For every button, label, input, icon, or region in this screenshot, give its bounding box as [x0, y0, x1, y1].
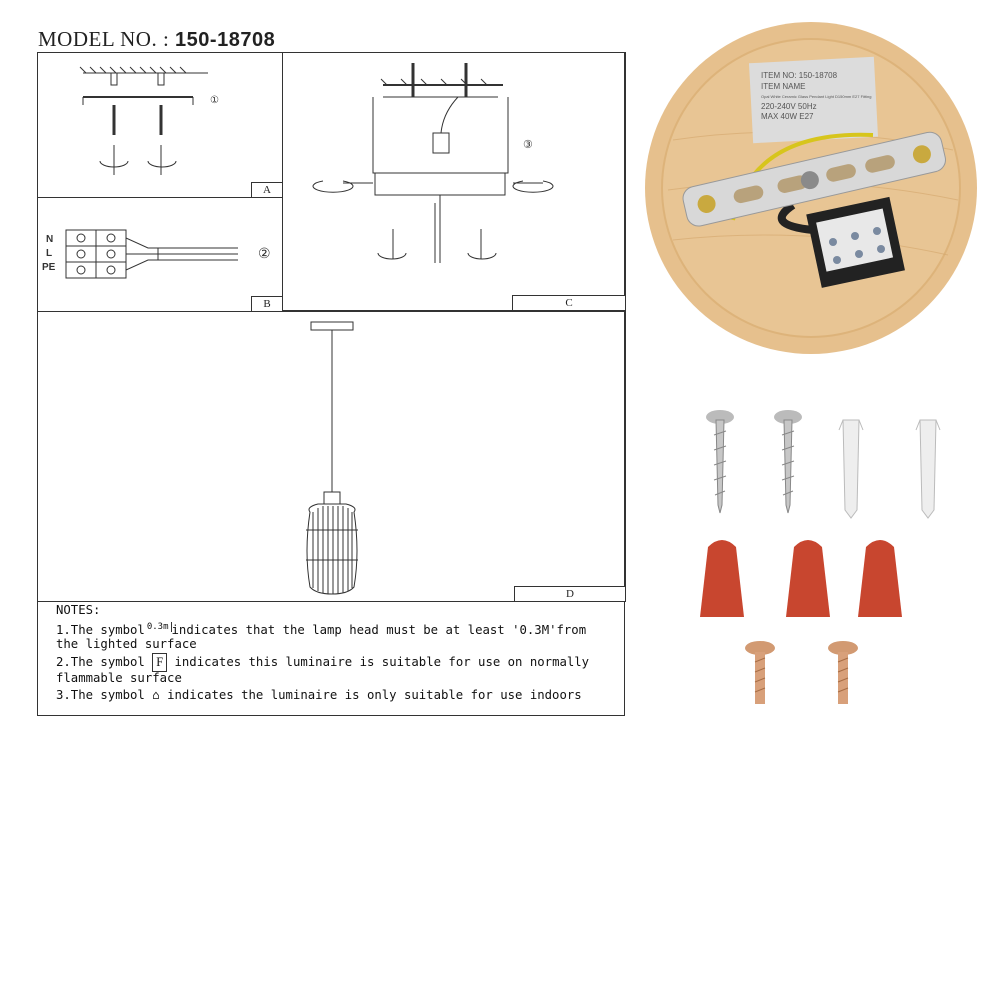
svg-text:ITEM NO: 150-18708: ITEM NO: 150-18708 — [761, 71, 838, 80]
wire-nut-icon — [858, 540, 902, 617]
instruction-sheet: ① A ③ C — [37, 52, 626, 716]
wire-nut-icon — [786, 540, 830, 617]
svg-text:L: L — [46, 248, 52, 259]
panel-a: ① A — [37, 52, 283, 198]
note-2-cont: flammable surface — [56, 671, 182, 685]
distance-symbol-icon: 0.3m — [144, 622, 172, 632]
brass-screw-icon — [745, 641, 775, 704]
ceiling-rose-photo: ITEM NO: 150-18708 ITEM NAME Opal White … — [645, 22, 977, 354]
notes-heading: NOTES: — [56, 603, 101, 617]
ceiling-screw-diagram: ① — [79, 66, 219, 175]
panel-c-tag: C — [512, 295, 625, 310]
svg-text:①: ① — [210, 95, 219, 106]
canopy-mounting-diagram: ③ — [312, 63, 554, 263]
model-number: MODEL NO. : 150-18708 — [38, 27, 275, 52]
panel-b: N L PE ② B — [37, 197, 283, 312]
svg-text:Opal White Ceramic Glass Penda: Opal White Ceramic Glass Pendant Light D… — [761, 94, 872, 99]
wall-plug-icon — [838, 419, 864, 519]
panel-c: ③ C — [282, 52, 626, 311]
screw-icon — [706, 410, 734, 514]
wall-plug-icon — [915, 419, 941, 519]
svg-text:②: ② — [258, 245, 271, 261]
svg-text:ITEM NAME: ITEM NAME — [761, 82, 805, 91]
terminal-block-diagram: N L PE ② — [42, 229, 271, 279]
note-1-cont: the lighted surface — [56, 637, 197, 651]
pendant-light-drawing — [306, 321, 358, 595]
accessories-photo — [700, 410, 941, 704]
svg-text:③: ③ — [523, 139, 533, 151]
svg-text:PE: PE — [42, 262, 56, 273]
model-label: MODEL NO. : — [38, 27, 170, 51]
panel-a-tag: A — [251, 182, 282, 197]
brass-screw-icon — [828, 641, 858, 704]
svg-text:MAX 40W E27: MAX 40W E27 — [761, 112, 814, 121]
svg-text:220-240V 50Hz: 220-240V 50Hz — [761, 102, 817, 111]
screw-icon — [774, 410, 802, 514]
model-value: 150-18708 — [175, 29, 276, 51]
panel-d-tag: D — [514, 586, 625, 601]
panel-d: D — [37, 311, 626, 602]
note-3: 3.The symbol ⌂ indicates the luminaire i… — [56, 688, 582, 702]
note-2: 2.The symbol F indicates this luminaire … — [56, 653, 589, 672]
svg-text:N: N — [46, 234, 53, 245]
indoor-house-icon: ⌂ — [152, 688, 160, 702]
wire-nut-icon — [700, 540, 744, 617]
panel-b-tag: B — [251, 296, 282, 311]
